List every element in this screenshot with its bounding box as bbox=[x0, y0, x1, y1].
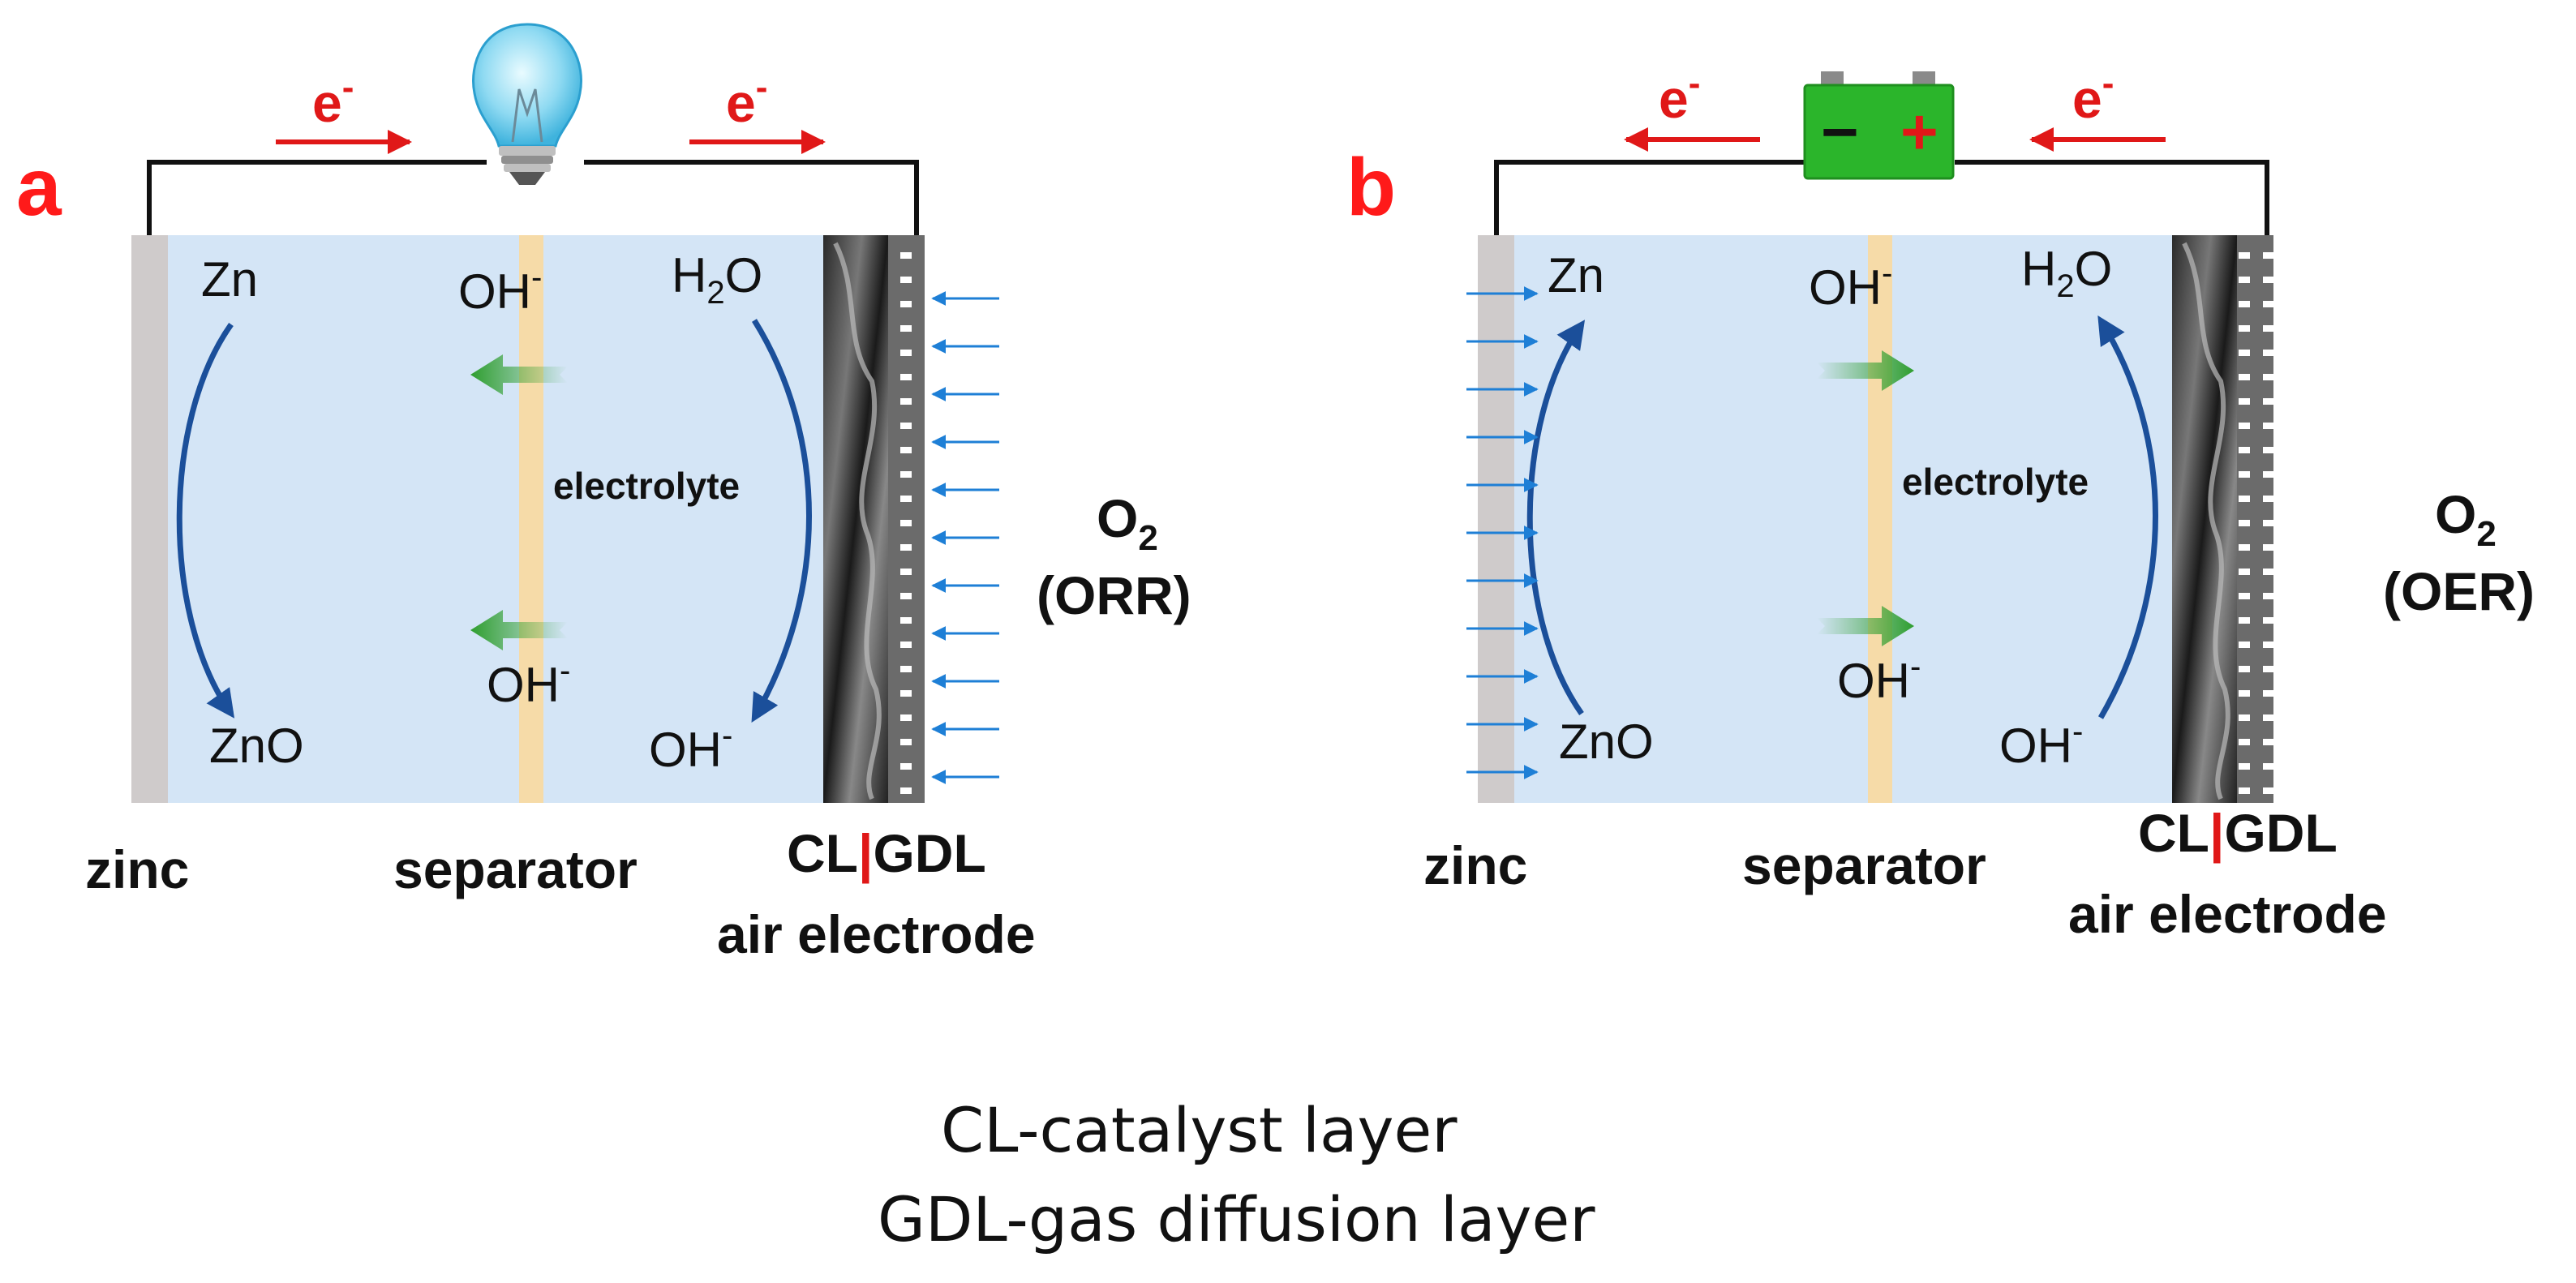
oxygen-label-b: O2 bbox=[2435, 484, 2497, 554]
electrolyte-label-a: electrolyte bbox=[553, 465, 740, 507]
water-label-a: H2O bbox=[672, 248, 762, 311]
zn-label-b: Zn bbox=[1548, 248, 1604, 303]
external-circuit-a bbox=[147, 160, 919, 235]
reaction-label-b: (OER) bbox=[2383, 561, 2535, 621]
air-outflow-arrows-b bbox=[1466, 286, 1539, 779]
zinc-plate-b bbox=[1478, 235, 1514, 803]
hydroxide-label-a-bottom: OH- bbox=[487, 653, 570, 712]
separator-label-a: separator bbox=[393, 839, 638, 899]
hydroxide-label-b-top: OH- bbox=[1809, 255, 1892, 315]
hydroxide-label-a-top: OH- bbox=[458, 260, 542, 319]
zinc-label-a: zinc bbox=[85, 839, 189, 899]
panel-b: b e- e- − + Zn ZnO OH- OH- OH- H bbox=[1346, 63, 2535, 944]
water-label-b: H2O bbox=[2021, 242, 2112, 304]
air-electrode-label-b: air electrode bbox=[2068, 884, 2387, 944]
hydroxide-label-b-bottom: OH- bbox=[1837, 649, 1921, 708]
separator-membrane-a bbox=[519, 235, 543, 803]
ion-migration-arrow-b-bottom bbox=[1817, 606, 1914, 646]
reaction-label-a: (ORR) bbox=[1037, 565, 1191, 625]
hydroxide-label-b-right: OH- bbox=[1999, 714, 2083, 773]
panel-letter-a: a bbox=[16, 142, 62, 233]
electron-label-b-left: e- bbox=[1659, 63, 1700, 129]
battery-icon: − + bbox=[1803, 71, 1955, 180]
ion-migration-arrow-a-bottom bbox=[470, 610, 568, 650]
oxygen-label-a: O2 bbox=[1097, 488, 1158, 558]
ion-migration-arrow-b-top bbox=[1817, 350, 1914, 391]
zno-label-b: ZnO bbox=[1559, 714, 1654, 769]
panel-letter-b: b bbox=[1346, 142, 1396, 233]
zinc-reaction-arrow-b bbox=[1526, 320, 1586, 716]
water-reaction-arrow-b bbox=[2097, 315, 2158, 719]
ion-migration-arrow-a-top bbox=[470, 354, 568, 395]
gas-diffusion-layer-b bbox=[2237, 235, 2273, 803]
zinc-plate-a bbox=[131, 235, 168, 803]
separator-membrane-b bbox=[1868, 235, 1892, 803]
cl-gdl-label-b: CL|GDL bbox=[2138, 803, 2338, 865]
light-bulb-icon bbox=[472, 23, 582, 185]
external-circuit-b bbox=[1494, 160, 2269, 235]
electron-label-a-left: e- bbox=[312, 67, 354, 133]
electrolyte-label-b: electrolyte bbox=[1902, 461, 2089, 503]
zn-label-a: Zn bbox=[201, 252, 258, 307]
electron-label-a-right: e- bbox=[726, 67, 767, 133]
electrolyte-region-b bbox=[1478, 235, 2174, 803]
legend-line-cl: CL-catalyst layer bbox=[941, 1094, 1458, 1166]
zno-label-a: ZnO bbox=[209, 719, 304, 773]
hydroxide-label-a-right: OH- bbox=[649, 718, 732, 777]
water-reaction-arrow-a bbox=[751, 319, 812, 723]
electrolyte-region-a bbox=[131, 235, 827, 803]
air-inflow-arrows-a bbox=[931, 291, 999, 784]
cl-gdl-label-a: CL|GDL bbox=[787, 823, 986, 885]
legend-line-gdl: GDL-gas diffusion layer bbox=[878, 1183, 1595, 1255]
air-electrode-label-a: air electrode bbox=[717, 904, 1036, 964]
abbreviation-legend: CL-catalyst layer GDL-gas diffusion laye… bbox=[878, 1094, 1595, 1255]
separator-label-b: separator bbox=[1742, 835, 1986, 895]
electron-label-b-right: e- bbox=[2072, 63, 2114, 129]
zinc-label-b: zinc bbox=[1423, 835, 1527, 895]
zinc-reaction-arrow-a bbox=[176, 322, 235, 719]
battery-plus: + bbox=[1900, 96, 1938, 168]
panel-a: a e- e- Zn ZnO bbox=[16, 23, 1191, 964]
gas-diffusion-layer-a bbox=[888, 235, 925, 803]
battery-minus: − bbox=[1821, 96, 1859, 168]
